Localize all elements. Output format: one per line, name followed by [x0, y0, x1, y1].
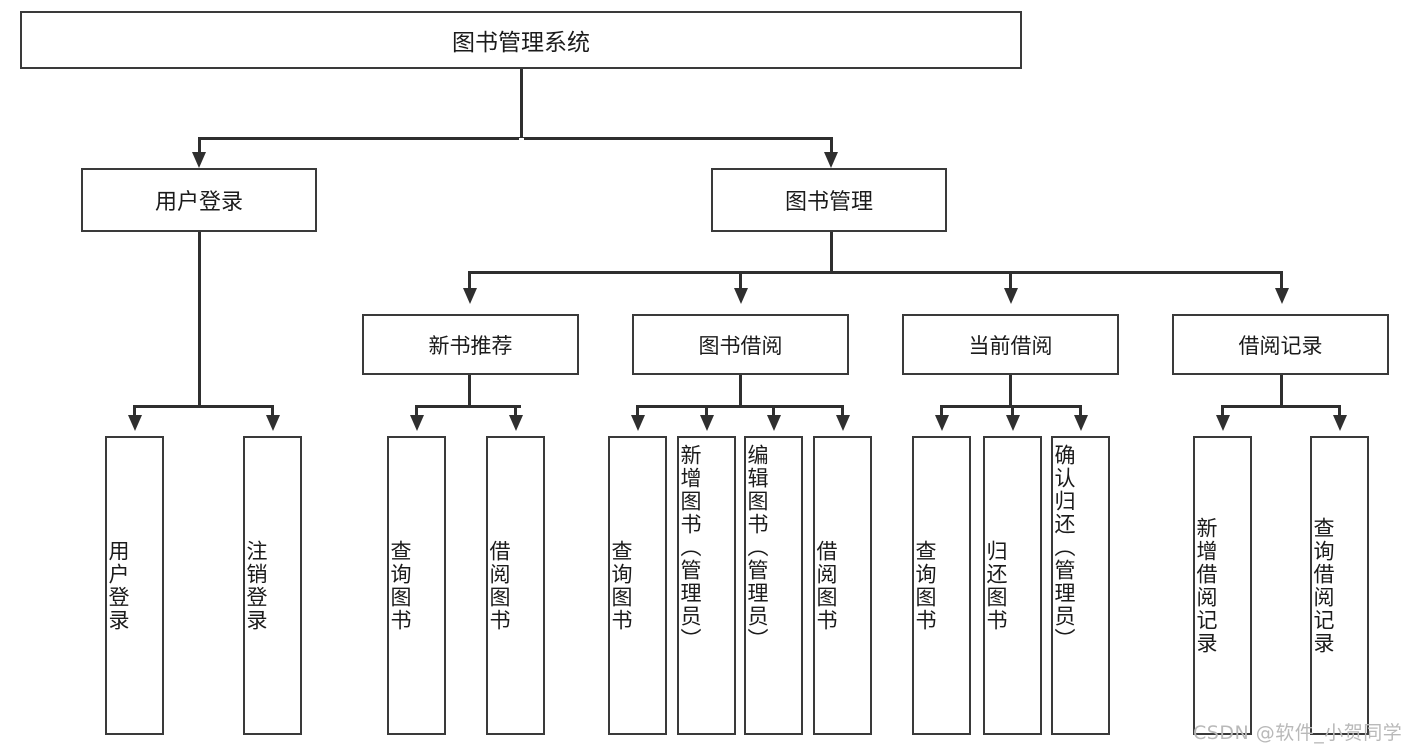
- leaf-label: 用户登录: [106, 539, 130, 632]
- arrow-records-leaf1: [1216, 415, 1230, 431]
- leaf-label: 借阅图书: [487, 539, 511, 632]
- arrow-book-mgmt-to-records: [1275, 288, 1289, 304]
- connector-current-stem: [1009, 375, 1012, 407]
- arrow-user-login-leaf1: [128, 415, 142, 431]
- connector-borrow-stem: [739, 375, 742, 407]
- connector-user-login-b1: [133, 405, 136, 421]
- connector-bm-b3: [1009, 271, 1012, 293]
- arrow-root-to-book-mgmt: [824, 152, 838, 168]
- leaf-query-books-newbooks[interactable]: 查询图书: [387, 436, 446, 735]
- leaf-return-books[interactable]: 归还图书: [983, 436, 1042, 735]
- connector-root-bus: [198, 137, 832, 140]
- connector-root-to-book-mgmt: [830, 137, 833, 157]
- connector-root-stem-visible: [520, 69, 523, 137]
- connector-nb-b2: [514, 405, 517, 421]
- connector-user-login-stem: [198, 232, 201, 407]
- connector-bb-b1: [636, 405, 639, 421]
- connector-new-books-bus: [415, 405, 521, 408]
- connector-cb-b3: [1079, 405, 1082, 421]
- leaf-query-books-current[interactable]: 查询图书: [912, 436, 971, 735]
- leaf-confirm-return-admin[interactable]: 确认归还（管理员）: [1051, 436, 1110, 735]
- leaf-label: 编辑图书（管理员）: [745, 444, 769, 651]
- leaf-label: 注销登录: [244, 539, 268, 632]
- leaf-label: 查询借阅记录: [1311, 516, 1335, 655]
- leaf-borrow-books-newbooks[interactable]: 借阅图书: [486, 436, 545, 735]
- leaf-label: 新增借阅记录: [1194, 516, 1218, 655]
- leaf-label: 确认归还（管理员）: [1052, 444, 1076, 651]
- leaf-query-books-borrow[interactable]: 查询图书: [608, 436, 667, 735]
- node-book-management[interactable]: 图书管理: [711, 168, 947, 232]
- connector-bb-b2: [705, 405, 708, 421]
- connector-root-to-user-login: [198, 137, 201, 157]
- leaf-add-borrow-record[interactable]: 新增借阅记录: [1193, 436, 1252, 735]
- leaf-label: 查询图书: [388, 539, 412, 632]
- connector-nb-b1: [415, 405, 418, 421]
- node-borrow-records[interactable]: 借阅记录: [1172, 314, 1389, 375]
- leaf-label: 借阅图书: [814, 539, 838, 632]
- arrow-root-to-user-login: [192, 152, 206, 168]
- arrow-book-mgmt-to-current: [1004, 288, 1018, 304]
- connector-bm-b1: [468, 271, 471, 293]
- connector-bm-b4: [1280, 271, 1283, 293]
- node-user-login[interactable]: 用户登录: [81, 168, 317, 232]
- leaf-borrow-books-borrow[interactable]: 借阅图书: [813, 436, 872, 735]
- arrow-borrow-leaf2: [700, 415, 714, 431]
- connector-records-bus: [1221, 405, 1339, 408]
- arrow-records-leaf2: [1333, 415, 1347, 431]
- connector-book-mgmt-stem: [830, 232, 833, 272]
- csdn-watermark: CSDN @软件_小贺同学: [1193, 722, 1403, 744]
- arrow-new-books-leaf1: [410, 415, 424, 431]
- arrow-user-login-leaf2: [266, 415, 280, 431]
- node-current-borrow[interactable]: 当前借阅: [902, 314, 1119, 375]
- connector-book-mgmt-bus: [468, 271, 1282, 274]
- arrow-current-leaf2: [1006, 415, 1020, 431]
- connector-records-stem: [1280, 375, 1283, 407]
- leaf-label: 查询图书: [913, 539, 937, 632]
- connector-root-stem-mask: [519, 138, 524, 272]
- arrow-book-mgmt-to-borrow: [734, 288, 748, 304]
- connector-borrow-bus: [636, 405, 842, 408]
- arrow-borrow-leaf1: [631, 415, 645, 431]
- node-root[interactable]: 图书管理系统: [20, 11, 1022, 69]
- leaf-user-login[interactable]: 用户登录: [105, 436, 164, 735]
- connector-bb-b4: [841, 405, 844, 421]
- arrow-current-leaf1: [935, 415, 949, 431]
- leaf-add-book-admin[interactable]: 新增图书（管理员）: [677, 436, 736, 735]
- leaf-label: 查询图书: [609, 539, 633, 632]
- leaf-query-borrow-record[interactable]: 查询借阅记录: [1310, 436, 1369, 735]
- connector-user-login-b2: [271, 405, 274, 421]
- leaf-edit-book-admin[interactable]: 编辑图书（管理员）: [744, 436, 803, 735]
- arrow-new-books-leaf2: [509, 415, 523, 431]
- node-new-book-recommend[interactable]: 新书推荐: [362, 314, 579, 375]
- connector-bm-b2: [739, 271, 742, 293]
- connector-new-books-stem: [468, 375, 471, 407]
- node-book-borrow[interactable]: 图书借阅: [632, 314, 849, 375]
- connector-cb-b2: [1011, 405, 1014, 421]
- connector-user-login-bus: [133, 405, 271, 408]
- connector-bb-b3: [772, 405, 775, 421]
- connector-current-bus: [940, 405, 1080, 408]
- connector-rc-b1: [1221, 405, 1224, 421]
- arrow-borrow-leaf3: [767, 415, 781, 431]
- leaf-user-logout[interactable]: 注销登录: [243, 436, 302, 735]
- arrow-book-mgmt-to-new-books: [463, 288, 477, 304]
- connector-rc-b2: [1338, 405, 1341, 421]
- arrow-current-leaf3: [1074, 415, 1088, 431]
- connector-cb-b1: [940, 405, 943, 421]
- arrow-borrow-leaf4: [836, 415, 850, 431]
- leaf-label: 归还图书: [984, 539, 1008, 632]
- leaf-label: 新增图书（管理员）: [678, 444, 702, 651]
